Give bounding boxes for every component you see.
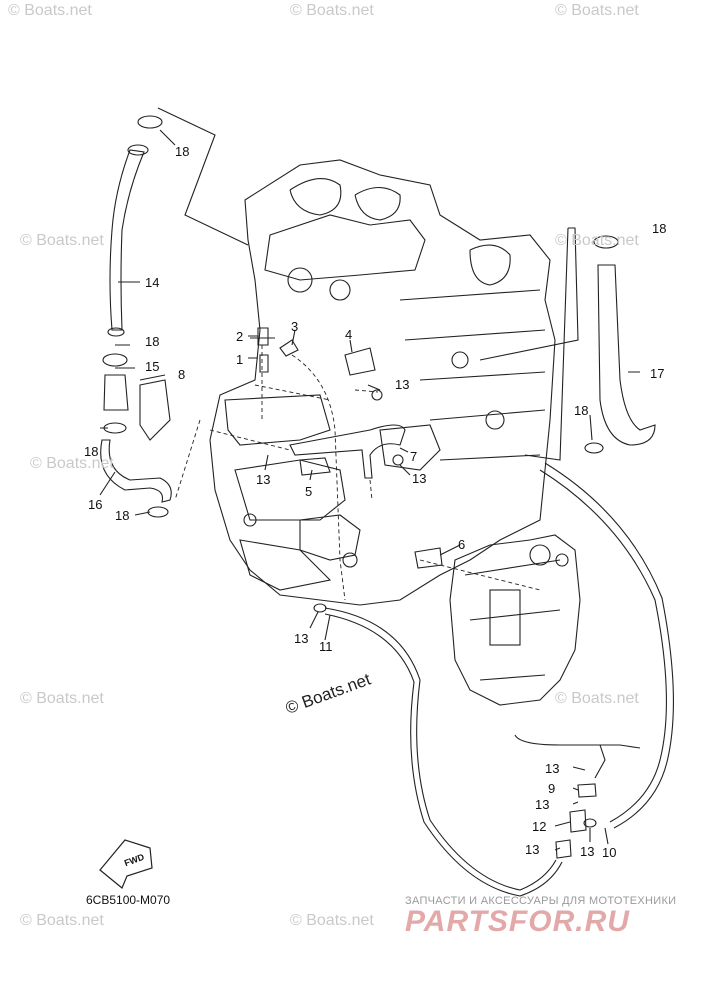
callout-label: 4 xyxy=(345,327,353,342)
callout-label: 13 xyxy=(256,472,271,487)
callout-label: 13 xyxy=(395,377,410,392)
callout-label: 18 xyxy=(652,221,667,236)
watermark: © Boats.net xyxy=(20,232,104,249)
callout-label: 17 xyxy=(650,366,665,381)
watermark: © Boats.net xyxy=(555,690,639,707)
callout-label: 18 xyxy=(84,444,99,459)
watermark: © Boats.net xyxy=(290,912,374,929)
brand-logo: PARTSFOR.RU xyxy=(405,905,630,938)
callout-label: 18 xyxy=(115,508,130,523)
watermark: © Boats.net xyxy=(8,2,92,19)
watermark: © Boats.net xyxy=(20,690,104,707)
callout-label: 13 xyxy=(545,761,560,776)
callout-label: 15 xyxy=(145,359,160,374)
hose-16 xyxy=(100,439,172,503)
watermark: © Boats.net xyxy=(30,455,114,472)
vapor-separator xyxy=(449,534,581,706)
callout-label: 18 xyxy=(574,403,589,418)
hose-14 xyxy=(109,149,145,331)
callout-label: 13 xyxy=(294,631,309,646)
callout-label: 7 xyxy=(410,449,418,464)
callout-label: 8 xyxy=(178,367,186,382)
watermark: © Boats.net xyxy=(20,912,104,929)
watermark: © Boats.net xyxy=(555,232,639,249)
callout-label: 1 xyxy=(236,352,244,367)
callout-label: 9 xyxy=(548,781,556,796)
callout-label: 10 xyxy=(602,845,617,860)
callout-label: 13 xyxy=(580,844,595,859)
callout-label: 3 xyxy=(291,319,299,334)
engine-block xyxy=(209,159,556,606)
callout-label: 6 xyxy=(458,537,466,552)
callout-label: 2 xyxy=(236,329,244,344)
callout-label: 12 xyxy=(532,819,547,834)
diagram-code: 6CB5100-M070 xyxy=(86,893,171,907)
watermark: © Boats.net xyxy=(290,2,374,19)
callout-label: 13 xyxy=(535,797,550,812)
callout-label: 18 xyxy=(145,334,160,349)
callout-label: 16 xyxy=(88,497,103,512)
watermark: © Boats.net xyxy=(555,2,639,19)
fwd-arrow xyxy=(99,839,153,889)
callout-label: 11 xyxy=(319,639,333,654)
callout-label: 18 xyxy=(175,144,190,159)
callout-label: 13 xyxy=(412,471,427,486)
callout-label: 14 xyxy=(145,275,160,290)
brand-tagline: ЗАПЧАСТИ И АКСЕССУАРЫ ДЛЯ МОТОТЕХНИКИ xyxy=(405,895,677,907)
hose-11 xyxy=(324,607,557,891)
callout-label: 13 xyxy=(525,842,540,857)
hose-17 xyxy=(597,264,656,446)
hose-7 xyxy=(289,424,406,479)
callout-label: 5 xyxy=(305,484,313,499)
